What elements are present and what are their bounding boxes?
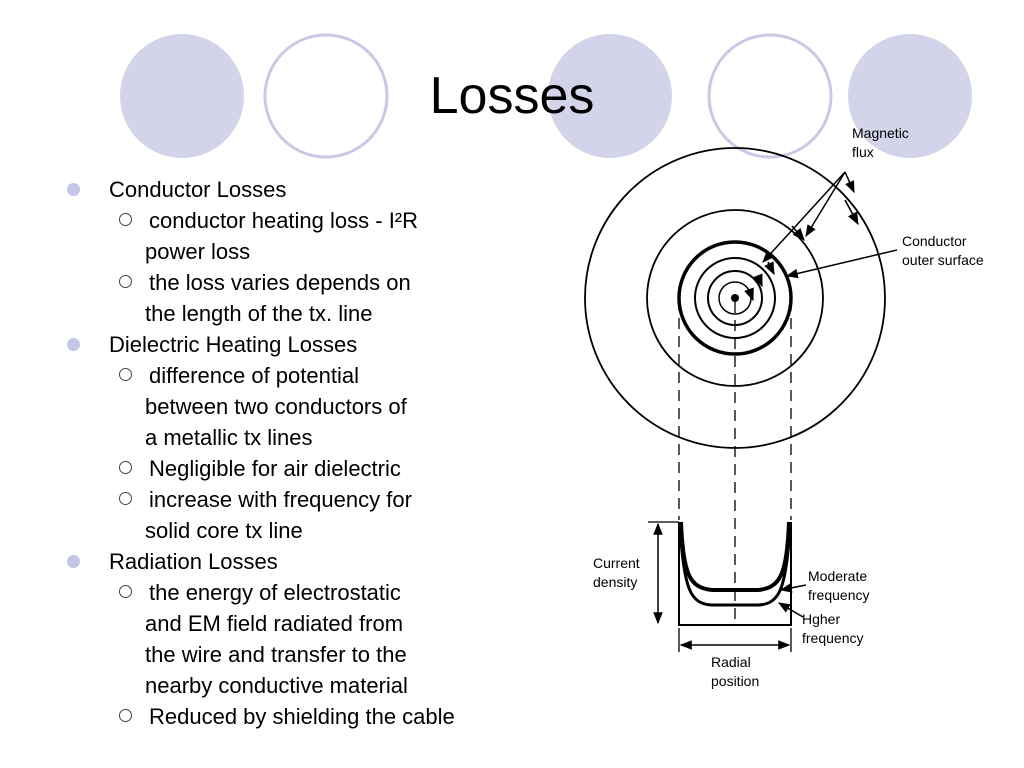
bullet-text: increase with frequency for bbox=[149, 487, 412, 512]
slide-title: Losses bbox=[429, 67, 595, 125]
bullet-item: Dielectric Heating Losses bbox=[64, 329, 524, 360]
bullet-text: Radiation Losses bbox=[109, 549, 278, 574]
bullet-text: a metallic tx lines bbox=[145, 425, 313, 450]
bullet-ring-icon bbox=[119, 275, 132, 288]
bullet-text: nearby conductive material bbox=[145, 673, 408, 698]
bullet-text: conductor heating loss - I²R bbox=[149, 208, 419, 233]
bullet-text: Dielectric Heating Losses bbox=[109, 332, 358, 357]
bullet-item: Conductor Losses bbox=[64, 174, 524, 205]
bullet-text: Negligible for air dielectric bbox=[149, 456, 401, 481]
bullet-ring-icon bbox=[119, 461, 132, 474]
sub-bullet-item: difference of potential between two condu… bbox=[64, 360, 524, 453]
sub-bullet-item: the energy of electrostatic and EM field … bbox=[64, 577, 524, 701]
bullet-dot-icon bbox=[67, 338, 80, 351]
current-density-plot bbox=[648, 521, 807, 652]
deco-circle-filled bbox=[848, 34, 972, 158]
bullet-ring-icon bbox=[119, 492, 132, 505]
bullet-text: the wire and transfer to the bbox=[145, 642, 407, 667]
sub-bullet-item: increase with frequency for solid core tx… bbox=[64, 484, 524, 546]
bullet-ring-icon bbox=[119, 368, 132, 381]
label-moderate-frequency: Moderate bbox=[808, 568, 867, 584]
bullet-ring-icon bbox=[119, 585, 132, 598]
sub-bullet-item: Reduced by shielding the cable bbox=[64, 701, 524, 732]
conductor-outer-surface bbox=[677, 240, 793, 356]
flux-circle bbox=[646, 209, 824, 387]
bullet-dot-icon bbox=[67, 183, 80, 196]
bullet-text: power loss bbox=[145, 239, 251, 264]
plot-frame bbox=[678, 522, 792, 626]
bullet-text: Conductor Losses bbox=[109, 177, 287, 202]
bullet-item: Radiation Losses bbox=[64, 546, 524, 577]
label-conductor-outer-surface: outer surface bbox=[902, 252, 984, 268]
label-current-density: Current bbox=[593, 555, 640, 571]
label-magnetic-flux: flux bbox=[852, 144, 874, 160]
label-radial-position: Radial bbox=[711, 654, 751, 670]
label-higher-frequency: frequency bbox=[802, 630, 863, 646]
sub-bullet-item: the loss varies depends on the length of … bbox=[64, 267, 524, 329]
bullet-ring-icon bbox=[119, 213, 132, 226]
bullet-text: solid core tx line bbox=[145, 518, 303, 543]
deco-circle-outline bbox=[707, 33, 833, 159]
bullet-text: between two conductors of bbox=[145, 394, 407, 419]
bullet-text: the loss varies depends on bbox=[149, 270, 411, 295]
bullet-text: and EM field radiated from bbox=[145, 611, 404, 636]
deco-circle-outline bbox=[263, 33, 389, 159]
label-radial-position: position bbox=[711, 673, 759, 689]
bullet-text: the energy of electrostatic bbox=[149, 580, 401, 605]
label-magnetic-flux: Magnetic bbox=[852, 125, 909, 141]
moderate-frequency-curve bbox=[679, 521, 791, 592]
bullet-text: difference of potential bbox=[149, 363, 359, 388]
bullet-dot-icon bbox=[67, 555, 80, 568]
label-conductor-outer-surface: Conductor bbox=[902, 233, 967, 249]
projection-lines bbox=[678, 300, 792, 622]
sub-bullet-item: conductor heating loss - I²R power loss bbox=[64, 205, 524, 267]
sub-bullet-item: Negligible for air dielectric bbox=[64, 453, 524, 484]
bullet-text: Reduced by shielding the cable bbox=[149, 704, 455, 729]
bullet-ring-icon bbox=[119, 709, 132, 722]
conductor-center-dot bbox=[731, 294, 739, 302]
bullet-list: Conductor Losses conductor heating loss -… bbox=[64, 174, 524, 732]
bullet-text: the length of the tx. line bbox=[145, 301, 373, 326]
label-current-density: density bbox=[593, 574, 637, 590]
label-higher-frequency: Hgher bbox=[802, 611, 840, 627]
label-moderate-frequency: frequency bbox=[808, 587, 869, 603]
deco-circle-filled bbox=[120, 34, 244, 158]
deco-circle-filled bbox=[548, 34, 672, 158]
higher-frequency-curve bbox=[679, 539, 791, 607]
